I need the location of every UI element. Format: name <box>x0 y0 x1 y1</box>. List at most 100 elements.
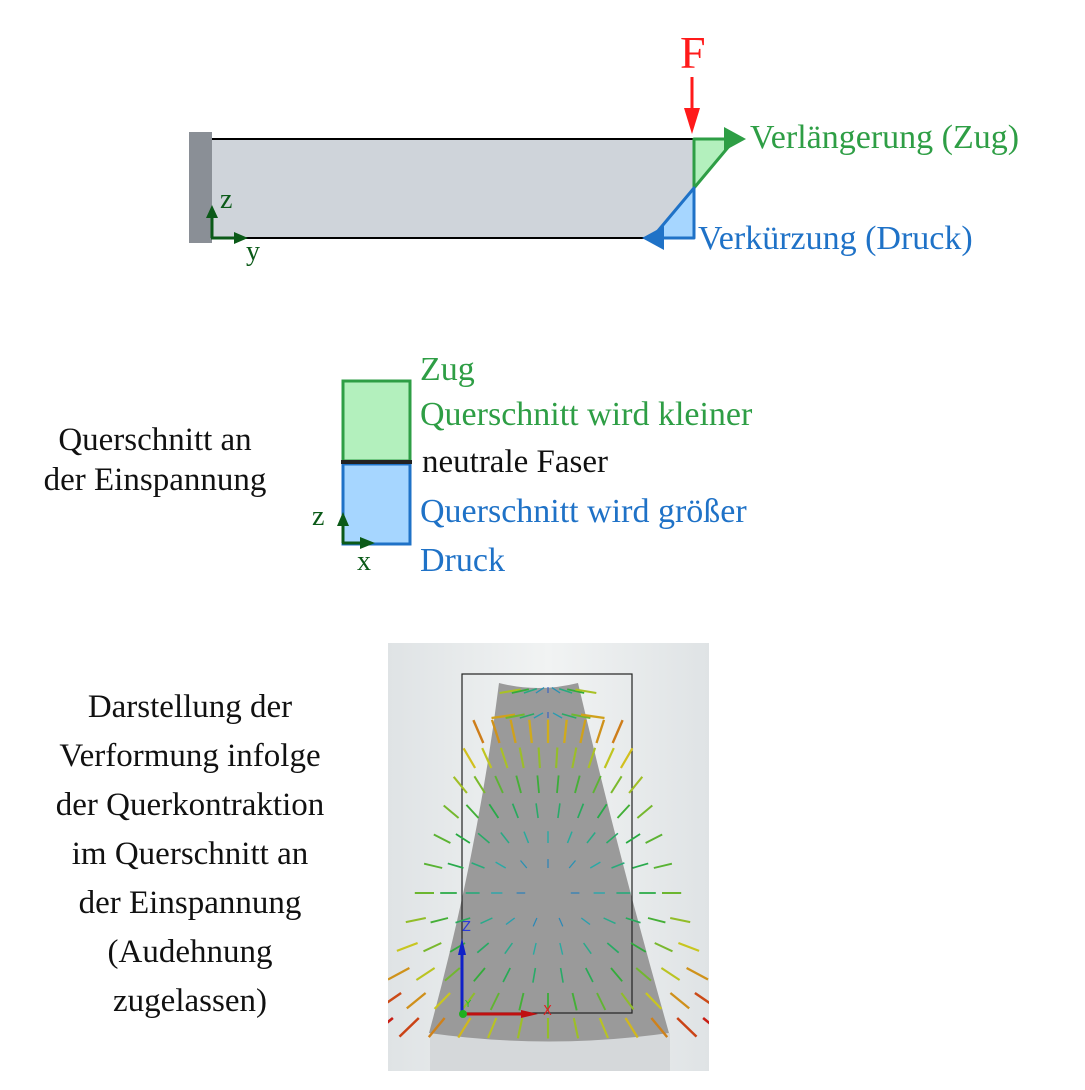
displacement-vector <box>405 916 427 924</box>
displacement-vector <box>596 803 608 819</box>
label-tension: Zug <box>420 351 475 388</box>
displacement-vector <box>511 803 519 819</box>
displacement-vector <box>636 804 653 819</box>
displacement-vector <box>515 775 522 794</box>
displacement-vector <box>536 775 540 794</box>
displacement-vector <box>616 804 631 819</box>
displacement-vector <box>653 862 673 869</box>
label-neutral-axis: neutrale Faser <box>422 444 608 480</box>
cross-section-compression-zone <box>341 462 412 546</box>
triad-y-label: Y <box>465 999 472 1010</box>
displacement-vector <box>571 992 578 1011</box>
displacement-vector <box>499 747 509 769</box>
displacement-vector <box>415 967 436 981</box>
displacement-vector <box>398 1017 420 1038</box>
displacement-vector <box>396 941 418 952</box>
displacement-vector <box>430 917 449 924</box>
undeformed-outline <box>461 673 633 1014</box>
displacement-vector <box>582 942 592 955</box>
deformation-caption-line: Darstellung der <box>87 689 293 725</box>
deformation-caption-line: (Audehnung <box>107 934 273 970</box>
displacement-vector <box>532 917 538 927</box>
displacement-vector <box>654 942 673 953</box>
displacement-vector <box>571 747 578 769</box>
displacement-vector <box>532 967 537 983</box>
displacement-vector <box>702 1016 709 1025</box>
deformation-caption-line: der Querkontraktion <box>55 787 325 823</box>
displacement-vector <box>519 713 535 719</box>
displacement-vector <box>520 860 528 869</box>
displacement-vector <box>598 1017 609 1039</box>
displacement-vector <box>481 747 493 769</box>
displacement-vector <box>605 832 619 844</box>
section-axis-x-head <box>360 537 375 549</box>
displacement-vector <box>610 967 623 982</box>
displacement-vector <box>625 917 641 924</box>
triad-z-head <box>458 938 466 955</box>
displacement-vector <box>487 1017 498 1039</box>
tension-arrow-head <box>724 127 746 151</box>
displacement-vector <box>645 833 663 844</box>
displacement-vector <box>433 992 451 1010</box>
beam-axis-z-label: z <box>220 184 233 215</box>
cross-section-caption: Querschnitt an der Einspannung <box>30 420 280 501</box>
fem-vector-plot <box>388 673 709 1071</box>
displacement-vector <box>619 747 634 769</box>
displacement-vector <box>499 688 521 695</box>
displacement-vector <box>650 1017 669 1038</box>
displacement-vector <box>477 832 491 844</box>
beam-axis-z-head <box>206 205 218 218</box>
displacement-vector <box>455 917 471 924</box>
displacement-vector <box>589 861 601 869</box>
displacement-vector <box>491 713 516 720</box>
displacement-vector <box>505 713 525 719</box>
deformation-caption-line: zugelassen) <box>113 983 267 1019</box>
displacement-vector <box>645 992 663 1010</box>
displacement-vector <box>555 747 559 769</box>
displacement-vector <box>592 775 602 794</box>
triad-x-label: X <box>543 1004 552 1019</box>
displacement-vector <box>580 917 591 926</box>
displacement-vector <box>575 688 597 695</box>
displacement-vector <box>559 942 564 955</box>
displacement-vector <box>603 917 616 925</box>
displacement-vector <box>518 992 525 1011</box>
displacement-vector <box>494 775 504 794</box>
displacement-vector <box>559 967 564 983</box>
displacement-vector <box>574 775 581 794</box>
beam-body <box>212 139 694 238</box>
displacement-vector <box>577 803 585 819</box>
deformation-caption-line: Verformung infolge <box>59 738 321 774</box>
displacement-vector <box>551 687 561 694</box>
displacement-vector <box>528 719 533 744</box>
displacement-vector <box>495 861 507 869</box>
displacement-vector <box>580 713 605 720</box>
displacement-vector <box>571 713 591 719</box>
displacement-vector <box>568 860 576 869</box>
displacement-vector <box>635 967 652 982</box>
displacement-vector <box>452 776 468 794</box>
displacement-vector <box>462 747 477 769</box>
displacement-vector <box>532 942 537 955</box>
deformation-caption-line: der Einspannung <box>78 885 302 921</box>
compression-triangle <box>650 186 696 240</box>
displacement-vector <box>388 991 402 1004</box>
displacement-vector <box>561 713 577 719</box>
displacement-vector <box>587 747 597 769</box>
displacement-vector <box>433 833 451 844</box>
displacement-vector <box>488 803 500 819</box>
displacement-vector <box>566 831 573 844</box>
displacement-vector <box>624 1017 639 1039</box>
displacement-vector <box>480 917 493 925</box>
compression-arrow-head <box>642 226 664 250</box>
displacement-vectors <box>388 687 709 1039</box>
beam-axis-y-head <box>234 232 248 244</box>
displacement-vector <box>461 992 476 1010</box>
displacement-vector <box>476 942 490 954</box>
fixed-support <box>189 132 212 243</box>
tension-triangle <box>692 137 737 190</box>
displacement-vector <box>676 1017 698 1038</box>
displacement-vector <box>572 1017 580 1039</box>
deformation-caption-line: im Querschnitt an <box>71 836 309 872</box>
displacement-vector <box>611 862 625 869</box>
